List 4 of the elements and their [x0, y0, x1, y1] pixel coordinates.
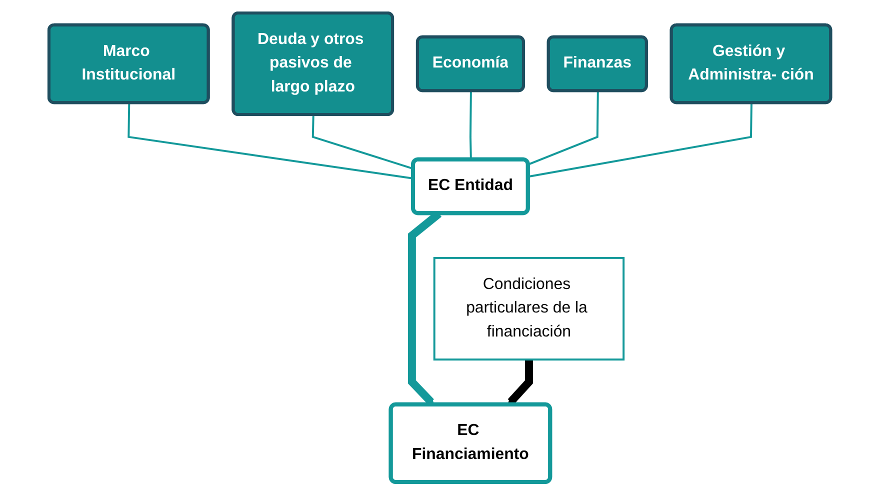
node-box: Condiciones particulares de la financiación	[434, 256, 625, 361]
connector	[470, 91, 472, 160]
connector	[528, 103, 753, 178]
connector	[528, 91, 600, 166]
